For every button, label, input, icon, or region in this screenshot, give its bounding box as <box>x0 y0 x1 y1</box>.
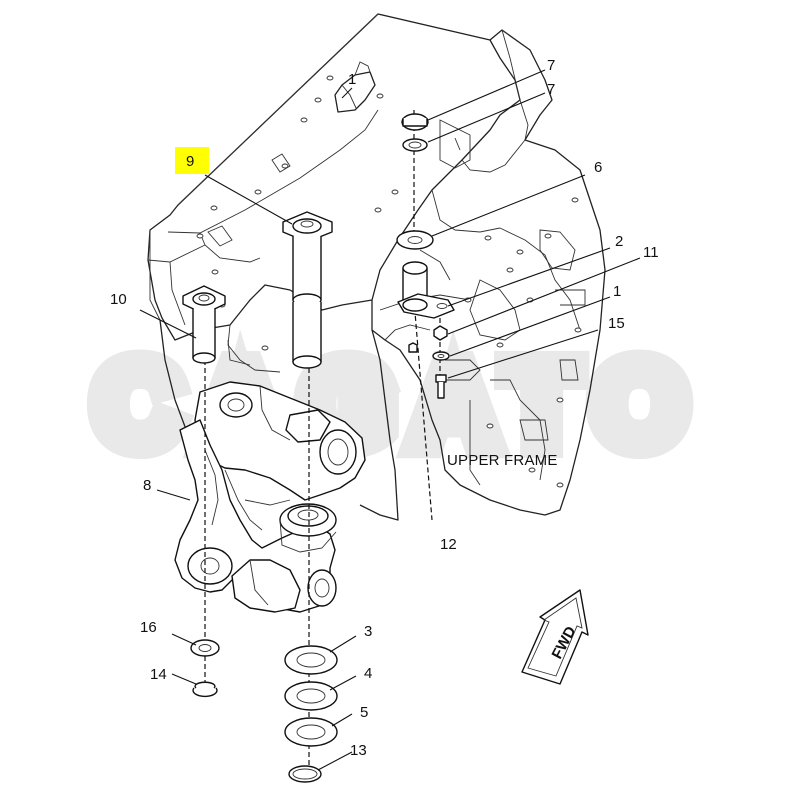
leader-lines <box>139 69 641 771</box>
callout-14: 14 <box>150 666 167 683</box>
pin-9 <box>282 211 333 369</box>
callout-4: 4 <box>364 665 372 682</box>
callout-3: 3 <box>364 623 372 640</box>
pin-6-assembly <box>396 113 455 319</box>
callout-7-upper: 7 <box>547 57 555 74</box>
lower-washers <box>190 639 338 783</box>
fwd-arrow: FWD <box>521 589 589 685</box>
highlight-callout-9 <box>175 147 209 174</box>
small-hardware <box>408 325 450 399</box>
callout-12: 12 <box>440 536 457 553</box>
callout-6: 6 <box>594 159 602 176</box>
callout-9: 9 <box>186 153 194 170</box>
callout-1-top: 1 <box>348 71 356 88</box>
callout-2: 2 <box>615 233 623 250</box>
axis-12 <box>413 299 433 521</box>
callouts: 1 7 7 6 2 11 1 15 9 10 8 12 16 14 3 4 5 … <box>110 57 659 759</box>
callout-11: 11 <box>643 244 659 261</box>
upper-frame-label: UPPER FRAME <box>447 452 558 469</box>
callout-1-right: 1 <box>613 283 621 300</box>
callout-7-lower: 7 <box>547 81 555 98</box>
callout-13: 13 <box>350 742 367 759</box>
pin-10 <box>182 285 226 364</box>
callout-15: 15 <box>608 315 625 332</box>
callout-10: 10 <box>110 291 127 308</box>
swing-bracket <box>174 381 366 613</box>
callout-16: 16 <box>140 619 157 636</box>
callout-5: 5 <box>360 704 368 721</box>
callout-8: 8 <box>143 477 151 494</box>
